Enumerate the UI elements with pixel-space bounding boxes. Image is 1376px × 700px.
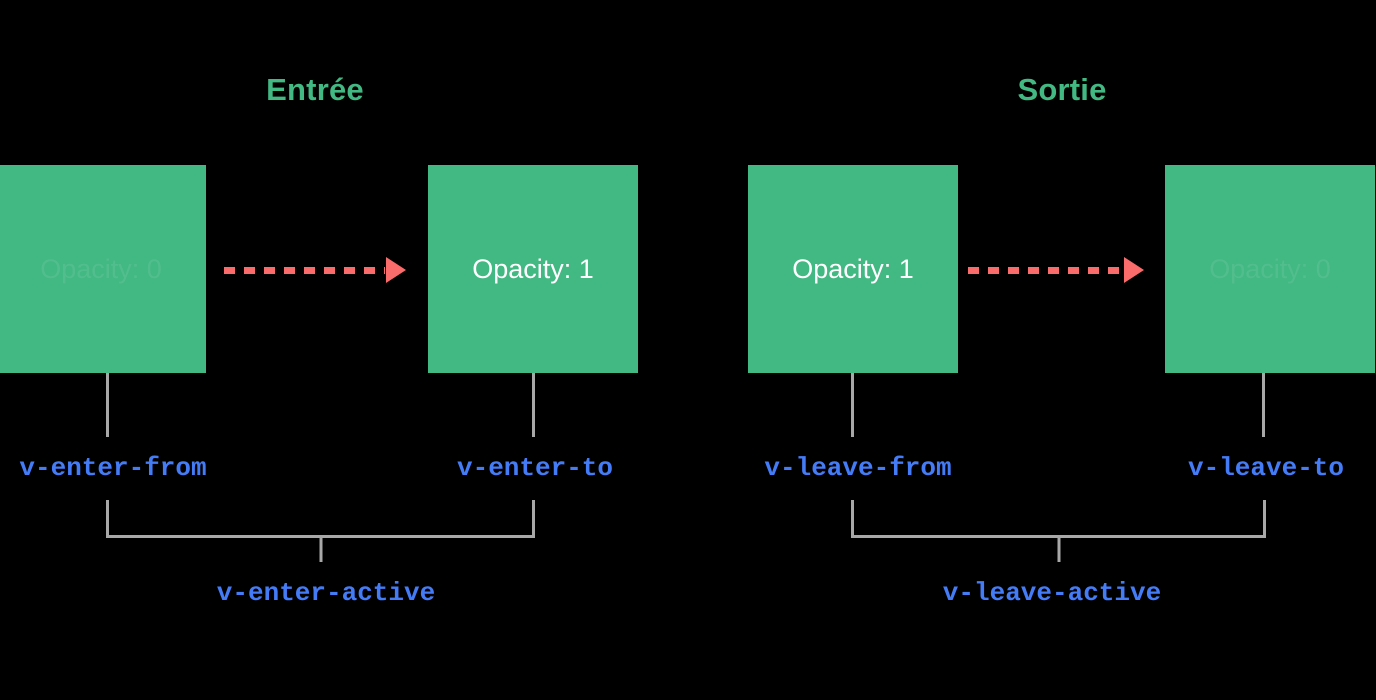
state-box-enter-from: Opacity: 0 [0, 165, 206, 373]
section-title-enter: Entrée [266, 72, 364, 107]
class-label-v-leave-from: v-leave-from [764, 453, 952, 483]
bracket-tick [1057, 538, 1060, 562]
section-title-leave: Sortie [1017, 72, 1107, 107]
bracket-arm-right [532, 500, 535, 538]
class-label-v-enter-active: v-enter-active [216, 578, 436, 608]
class-label-v-enter-from: v-enter-from [19, 453, 207, 483]
state-box-label: Opacity: 1 [472, 253, 594, 284]
state-box-leave-to: Opacity: 0 [1165, 165, 1375, 373]
connector-stem-enter-from [106, 373, 109, 437]
class-label-v-leave-to: v-leave-to [1187, 453, 1345, 483]
bracket-bar [851, 535, 1266, 538]
state-box-enter-to: Opacity: 1 [428, 165, 638, 373]
state-box-label: Opacity: 0 [1209, 253, 1331, 284]
arrow-head-icon [1124, 257, 1144, 283]
bracket-bar [106, 535, 535, 538]
connector-stem-leave-from [851, 373, 854, 437]
transition-arrow-leave [968, 257, 1144, 283]
bracket-arm-left [851, 500, 854, 538]
arrow-shaft-icon [968, 266, 1123, 274]
bracket-tick [319, 538, 322, 562]
state-box-label: Opacity: 1 [792, 253, 914, 284]
connector-stem-enter-to [532, 373, 535, 437]
arrow-head-icon [386, 257, 406, 283]
arrow-shaft-icon [224, 266, 385, 274]
transition-arrow-enter [224, 257, 406, 283]
class-label-v-leave-active: v-leave-active [942, 578, 1162, 608]
class-label-v-enter-to: v-enter-to [456, 453, 614, 483]
bracket-arm-right [1263, 500, 1266, 538]
state-box-leave-from: Opacity: 1 [748, 165, 958, 373]
connector-stem-leave-to [1262, 373, 1265, 437]
bracket-arm-left [106, 500, 109, 538]
state-box-label: Opacity: 0 [40, 253, 162, 284]
